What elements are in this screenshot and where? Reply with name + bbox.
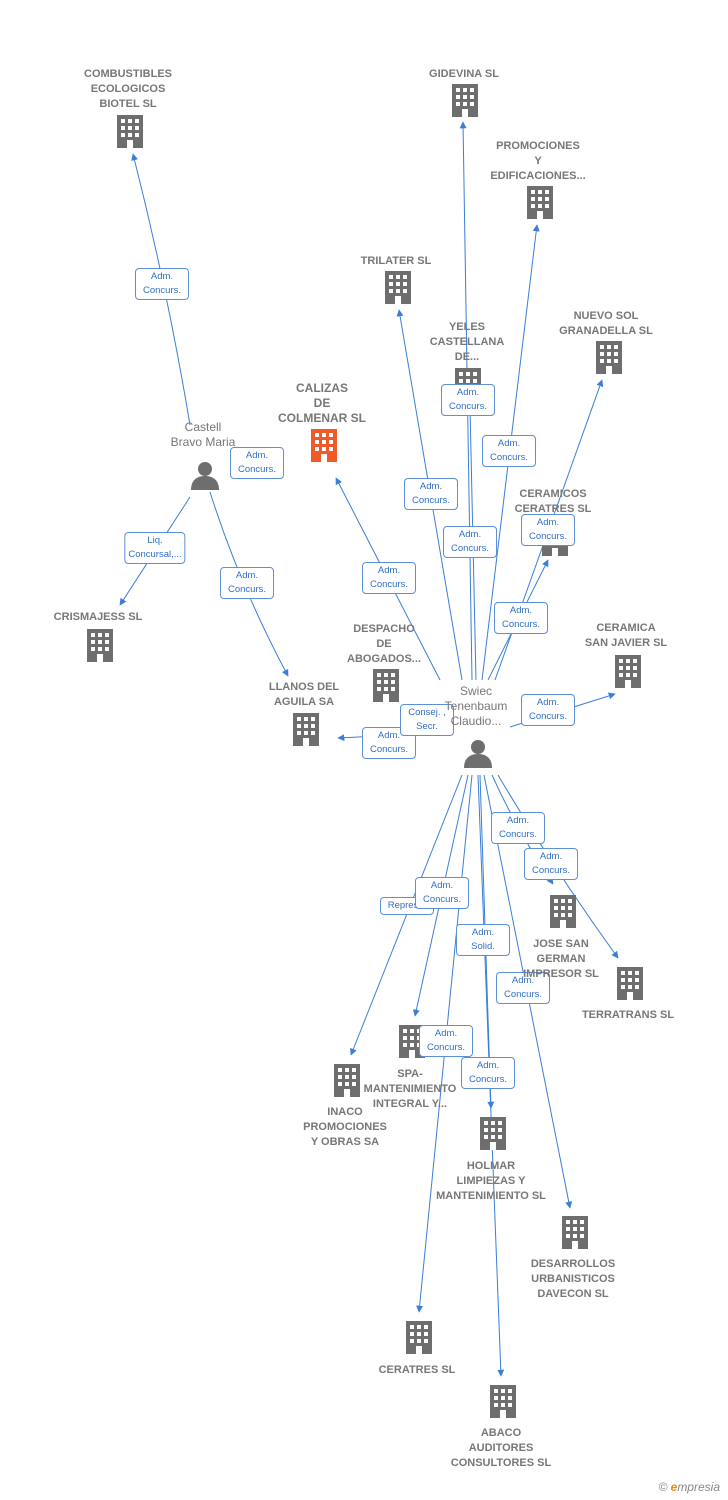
node-label-ceramicos[interactable]: CERAMICOS CERATRES SL [514, 488, 592, 515]
building-icon-ceramica[interactable] [615, 655, 641, 688]
building-icon-crismajess[interactable] [87, 629, 113, 662]
edge-label-swiec-to-abaco[interactable]: Adm. Concurs. [461, 1057, 515, 1089]
edge-label-swiec-to-ceramicos[interactable]: Adm. Concurs. [494, 602, 548, 634]
node-label-ceratres[interactable]: CERATRES SL [378, 1364, 456, 1376]
edge-label-swiec-to-desarrollos[interactable]: Adm. Concurs. [496, 972, 550, 1004]
building-icon-gidevina[interactable] [452, 84, 478, 117]
edge-label-castell-to-crismajess[interactable]: Liq. Concursal,... [124, 532, 186, 564]
building-icon-trilater[interactable] [385, 271, 411, 304]
edge-label-swiec-to-holmar[interactable]: Adm. Solid. [456, 924, 510, 956]
node-label-llanos[interactable]: LLANOS DEL AGUILA SA [268, 681, 340, 708]
edge-label-castell-to-llanos[interactable]: Adm. Concurs. [220, 567, 274, 599]
building-icon-desarrollos[interactable] [562, 1216, 588, 1249]
node-label-swiec[interactable]: Swiec Tenenbaum Claudio... [444, 684, 508, 728]
edge-label-swiec-to-spa[interactable]: Adm. Concurs. [415, 877, 469, 909]
edge-label-castell-to-combustibles[interactable]: Adm. Concurs. [135, 268, 189, 300]
node-label-inaco[interactable]: INACO PROMOCIONES Y OBRAS SA [303, 1106, 387, 1148]
node-label-combustibles[interactable]: COMBUSTIBLES ECOLOGICOS BIOTEL SL [84, 68, 172, 110]
person-icon-castell[interactable] [191, 462, 219, 490]
building-icon-holmar[interactable] [480, 1117, 506, 1150]
edge-label-swiec-to-promociones[interactable]: Adm. Concurs. [482, 435, 536, 467]
edge-label-swiec-to-ceratres[interactable]: Adm. Concurs. [419, 1025, 473, 1057]
building-icon-calizas[interactable] [311, 429, 337, 462]
edge-label-swiec-to-yeles[interactable]: Adm. Concurs. [443, 526, 497, 558]
edge-label-swiec-to-calizas[interactable]: Adm. Concurs. [362, 562, 416, 594]
building-icon-despacho[interactable] [373, 669, 399, 702]
building-icon-terratrans[interactable] [617, 967, 643, 1000]
node-label-gidevina[interactable]: GIDEVINA SL [429, 68, 499, 80]
building-icon-promociones[interactable] [527, 186, 553, 219]
node-label-desarrollos[interactable]: DESARROLLOS URBANISTICOS DAVECON SL [530, 1258, 616, 1300]
node-label-holmar[interactable]: HOLMAR LIMPIEZAS Y MANTENIMIENTO SL [436, 1160, 546, 1202]
building-icon-josesan[interactable] [550, 895, 576, 928]
node-label-spa[interactable]: SPA- MANTENIMIENTO INTEGRAL Y... [363, 1068, 457, 1110]
edge-label-swiec-to-llanos[interactable]: Adm. Concurs. [362, 727, 416, 759]
edge-label-swiec-to-despacho[interactable]: Consej. , Secr. [400, 704, 454, 736]
edge-label-swiec-to-nuevosol[interactable]: Adm. Concurs. [521, 514, 575, 546]
empresia-logo: ©empresia [658, 1480, 720, 1494]
node-label-terratrans[interactable]: TERRATRANS SL [581, 1009, 675, 1021]
node-label-josesan[interactable]: JOSE SAN GERMAN IMPRESOR SL [523, 938, 599, 980]
edge-label-swiec-to-josesan[interactable]: Adm. Concurs. [491, 812, 545, 844]
person-icon-swiec[interactable] [464, 740, 492, 768]
node-label-crismajess[interactable]: CRISMAJESS SL [53, 611, 143, 623]
building-icon-llanos[interactable] [293, 713, 319, 746]
node-label-yeles[interactable]: YELES CASTELLANA DE... [429, 321, 505, 363]
edge-label-swiec-to-terratrans[interactable]: Adm. Concurs. [524, 848, 578, 880]
node-label-ceramica[interactable]: CERAMICA SAN JAVIER SL [584, 622, 668, 649]
edge-label-swiec-to-gidevina[interactable]: Adm. Concurs. [441, 384, 495, 416]
edge-swiec-to-inaco [350, 774, 463, 1056]
building-icon-inaco[interactable] [334, 1064, 360, 1097]
edge-label-swiec-to-trilater[interactable]: Adm. Concurs. [404, 478, 458, 510]
building-icon-nuevosol[interactable] [596, 341, 622, 374]
node-label-promociones[interactable]: PROMOCIONES Y EDIFICACIONES... [490, 140, 586, 182]
node-label-abaco[interactable]: ABACO AUDITORES CONSULTORES SL [450, 1427, 552, 1469]
node-label-trilater[interactable]: TRILATER SL [360, 255, 432, 267]
node-label-castell[interactable]: Castell Bravo Maria [170, 420, 236, 449]
edge-label-castell-to-calizas[interactable]: Adm. Concurs. [230, 447, 284, 479]
building-icon-ceratres[interactable] [406, 1321, 432, 1354]
node-label-nuevosol[interactable]: NUEVO SOL GRANADELLA SL [559, 310, 653, 337]
building-icon-abaco[interactable] [490, 1385, 516, 1418]
building-icon-combustibles[interactable] [117, 115, 143, 148]
node-label-calizas[interactable]: CALIZAS DE COLMENAR SL [278, 381, 366, 425]
node-label-despacho[interactable]: DESPACHO DE ABOGADOS... [347, 623, 421, 665]
edge-label-swiec-to-ceramica[interactable]: Adm. Concurs. [521, 694, 575, 726]
